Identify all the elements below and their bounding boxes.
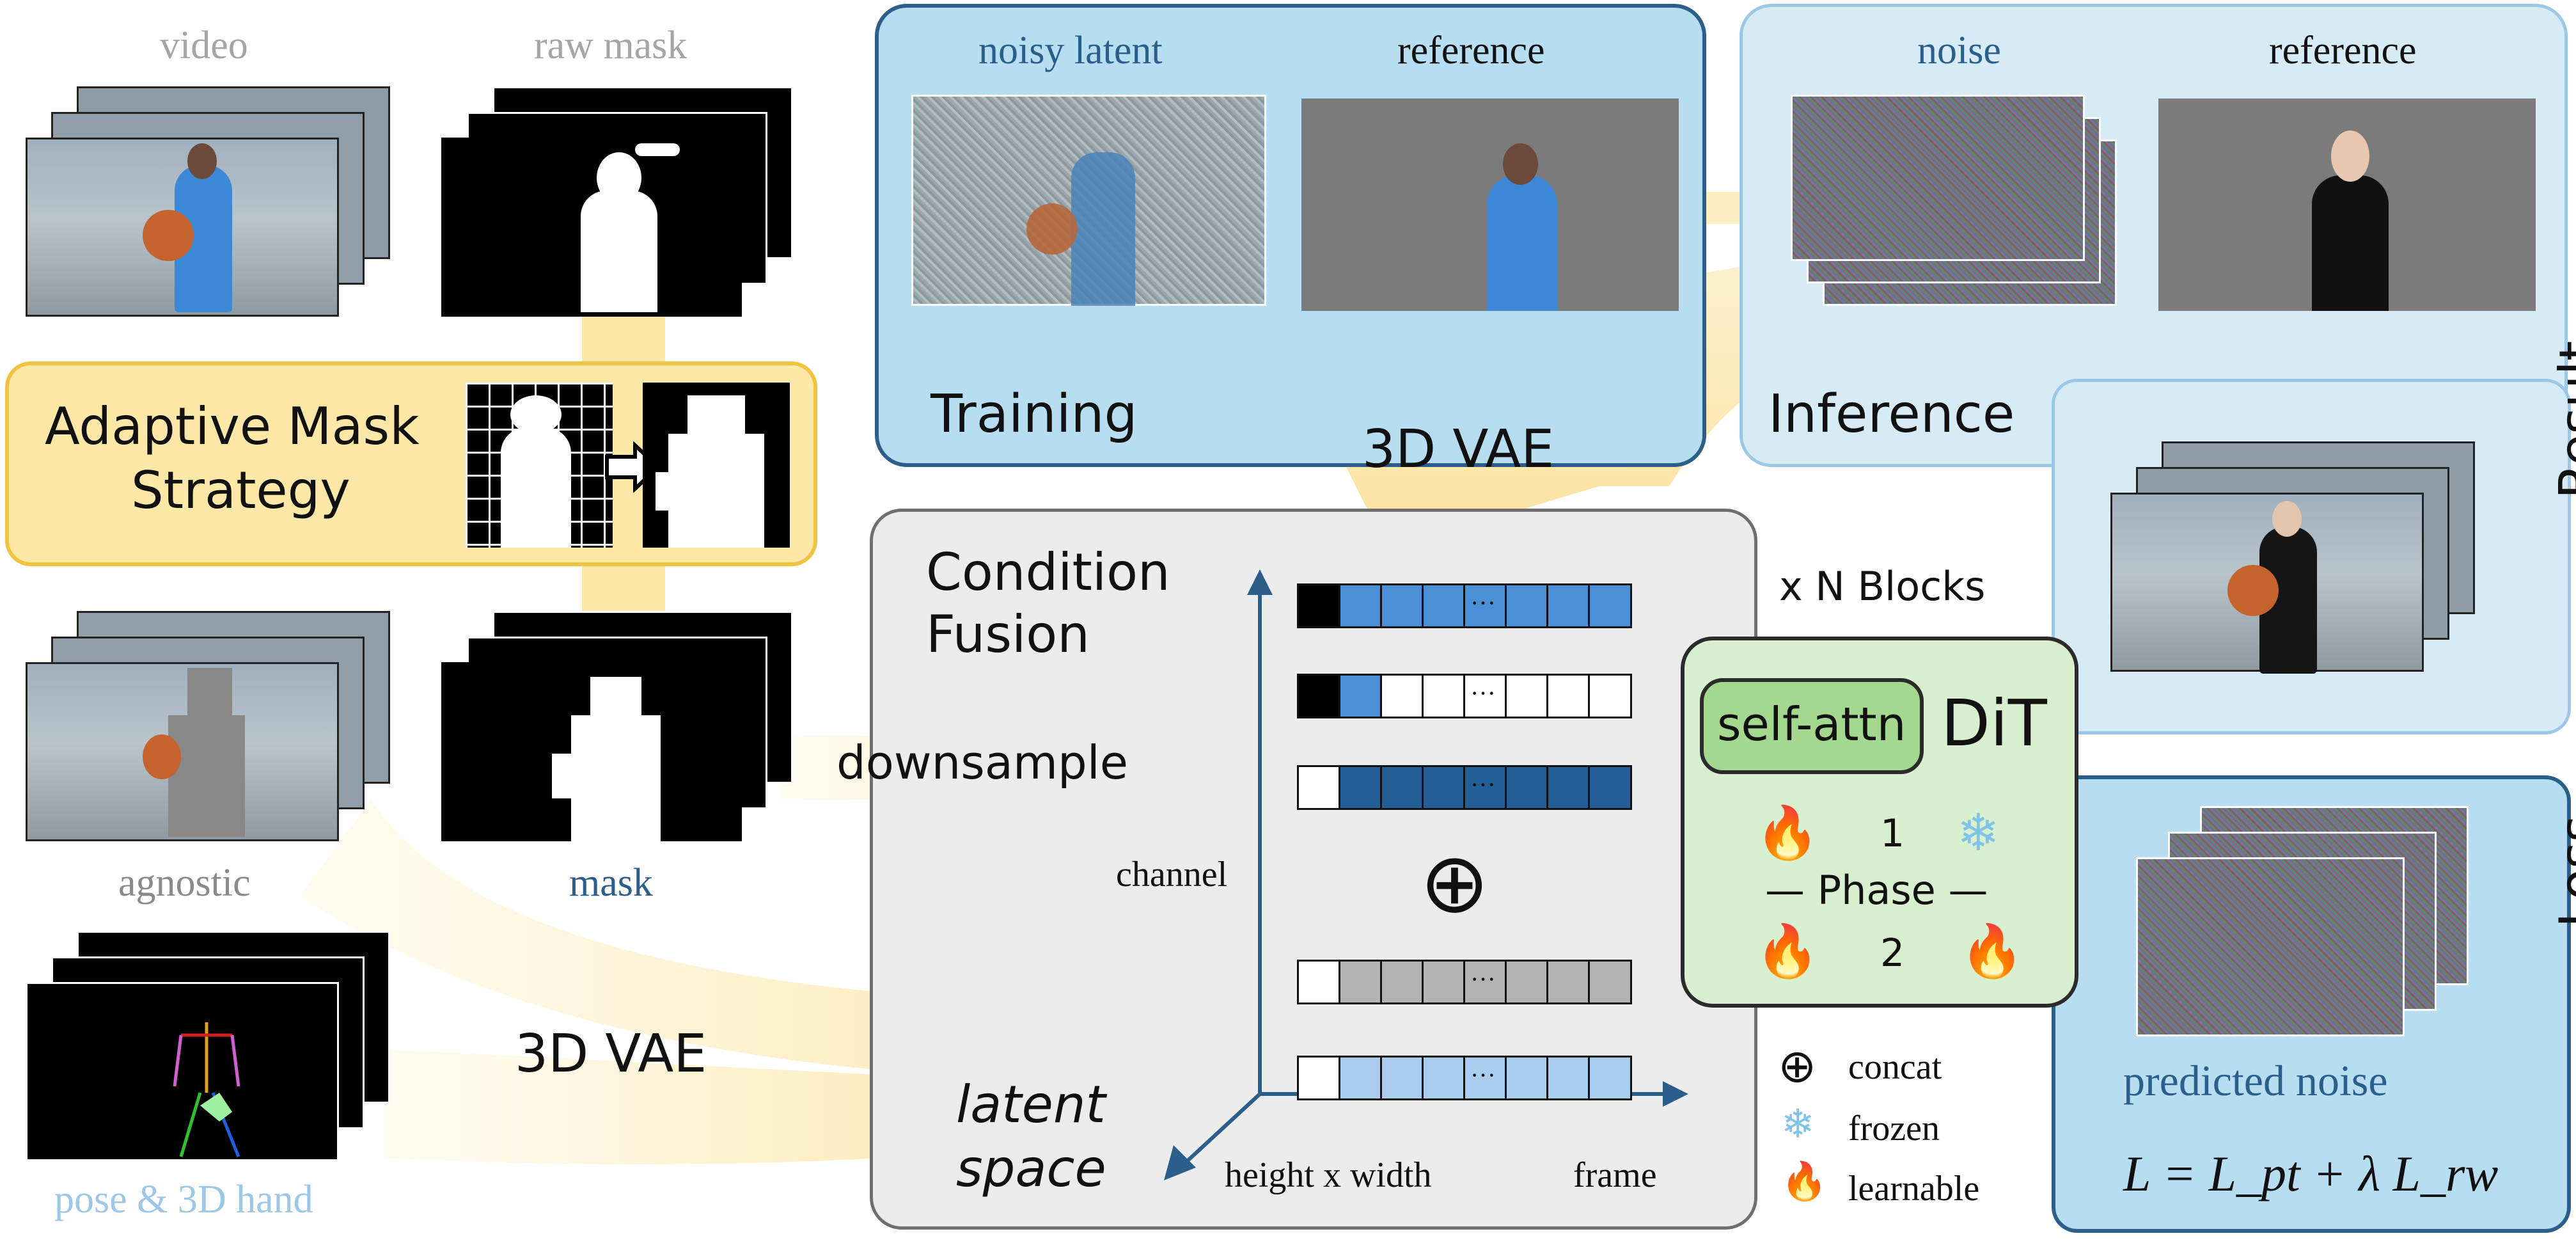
token-row-3: ··· (1297, 765, 1632, 810)
raw-mask-stack (441, 86, 799, 323)
self-attn-box (1700, 678, 1924, 774)
loss-formula: L = L_pt + λ L_rw (2123, 1146, 2499, 1201)
ellipsis: ··· (1470, 1061, 1496, 1090)
flame-icon: 🔥 (1755, 921, 1819, 981)
snowflake-icon: ❄ (1957, 803, 2000, 862)
inference-reference-image (2158, 99, 2536, 311)
phase-label: — Phase — (1765, 867, 1988, 914)
fusion-title-line1: Condition (926, 543, 1170, 602)
flame-icon: 🔥 (1755, 803, 1819, 862)
legend-frozen: frozen (1848, 1109, 1940, 1148)
legend-concat: concat (1848, 1047, 1942, 1087)
noise-label: noise (1917, 29, 2001, 72)
vae-bottom-label: 3D VAE (515, 1024, 707, 1084)
mask-label: mask (569, 861, 653, 905)
grid-mask-image (466, 383, 613, 548)
inference-title: Inference (1768, 384, 2015, 445)
predicted-noise-stack (2136, 806, 2469, 1049)
noisy-latent-label: noisy latent (978, 29, 1163, 72)
phase2-label: 2 (1880, 931, 1905, 976)
result-title: Result (2549, 340, 2576, 499)
blocky-mask-image (643, 383, 790, 548)
axis-frame-label: frame (1573, 1155, 1657, 1195)
vae-top-label: 3D VAE (1362, 419, 1555, 480)
snowflake-legend-icon: ❄ (1781, 1100, 1814, 1147)
adaptive-mask-title-line1: Adaptive Mask (45, 397, 420, 456)
fusion-title-line2: Fusion (926, 605, 1090, 664)
ellipsis: ··· (1470, 589, 1496, 617)
ellipsis: ··· (1470, 770, 1496, 799)
inference-reference-label: reference (2269, 29, 2417, 72)
concat-oplus-icon: ⊕ (1420, 834, 1489, 931)
axis-channel-label: channel (1116, 855, 1228, 894)
phase1-label: 1 (1880, 811, 1905, 856)
legend-learnable: learnable (1848, 1169, 1980, 1208)
predicted-noise-label: predicted noise (2123, 1056, 2388, 1105)
downsample-label: downsample (836, 736, 1129, 789)
token-row-4: ··· (1297, 960, 1632, 1004)
ellipsis: ··· (1470, 679, 1496, 708)
flame-legend-icon: 🔥 (1781, 1159, 1828, 1203)
latent-label-line2: space (956, 1139, 1106, 1198)
training-title: Training (931, 384, 1138, 445)
token-row-5: ··· (1297, 1056, 1632, 1100)
self-attn-label: self-attn (1717, 697, 1906, 751)
token-row-1: ··· (1297, 583, 1632, 628)
condition-fusion-panel (870, 509, 1757, 1230)
token-row-2: ··· (1297, 674, 1632, 718)
connector-bottom (582, 557, 665, 614)
noisy-latent-stack (911, 95, 1269, 312)
adaptive-mask-title-line2: Strategy (131, 461, 350, 520)
axis-hw-label: height x width (1225, 1155, 1432, 1195)
pose-stack (26, 931, 397, 1168)
training-reference-label: reference (1397, 29, 1545, 72)
video-label: video (160, 24, 248, 67)
n-blocks-label: x N Blocks (1779, 563, 1986, 610)
result-stack (2110, 441, 2494, 685)
raw-mask-label: raw mask (534, 24, 687, 67)
noise-stack (1791, 95, 2123, 312)
video-stack (26, 86, 397, 323)
latent-label-line1: latent (956, 1075, 1106, 1134)
mask-stack (441, 611, 799, 848)
flame-icon: 🔥 (1960, 921, 2024, 981)
ellipsis: ··· (1470, 965, 1496, 994)
agnostic-stack (26, 611, 397, 848)
training-reference-image (1301, 99, 1679, 311)
video-frame (26, 138, 339, 317)
agnostic-label: agnostic (118, 861, 251, 905)
oplus-legend-icon: ⊕ (1778, 1039, 1817, 1093)
dit-title: DiT (1941, 686, 2047, 761)
loss-title: Loss (2549, 815, 2576, 928)
pose-label: pose & 3D hand (54, 1178, 313, 1221)
